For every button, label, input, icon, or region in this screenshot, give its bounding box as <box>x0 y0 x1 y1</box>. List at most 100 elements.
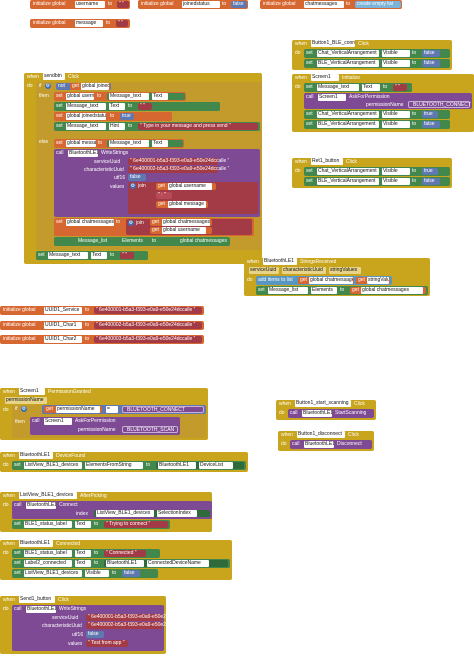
variable-name-field[interactable]: UUID1_Char1 <box>44 322 82 329</box>
uuid-text-value[interactable]: " 6e400003-b5a3-f393-e0a9-e50e24dccalle … <box>94 336 202 343</box>
call-connect[interactable]: call BluetoothLE1 Connect index ListView… <box>12 501 212 519</box>
component-dropdown[interactable]: Screen1 <box>318 94 346 101</box>
gear-icon[interactable]: ⚙ <box>130 183 136 189</box>
property-dropdown[interactable]: Visible <box>382 121 410 128</box>
init-message-block[interactable]: initialize global message to " " <box>30 19 130 28</box>
permission-value[interactable]: BLUETOOTH_CONNECT <box>122 406 204 413</box>
component-dropdown[interactable]: BluetoothLE1 <box>26 606 56 613</box>
logic-false[interactable]: false <box>231 1 247 8</box>
set-listview-elements[interactable]: set ListView_BLE1_devices ElementsFromSt… <box>12 461 246 470</box>
logic-value[interactable]: false <box>422 178 440 185</box>
event-after-picking[interactable]: when ListView_BLE1_devices AfterPicking … <box>0 492 212 532</box>
variable-name-field[interactable]: UUID1_Service <box>44 307 82 314</box>
set-chatmessages[interactable]: set global chatmessages to ⚙ join get gl… <box>54 218 254 236</box>
set-label2-connected[interactable]: set Label2_connected Text to BluetoothLE… <box>12 559 230 568</box>
param-serviceuuid[interactable]: serviceUuid <box>249 267 279 274</box>
variable-name-field[interactable]: username <box>75 1 105 8</box>
init-chatmessages-block[interactable]: initialize global chatmessages to create… <box>260 0 402 9</box>
event-disconnect[interactable]: when Button1_disconnect Click do call Bl… <box>278 431 374 451</box>
component-dropdown[interactable]: Chat_VerticalArrangement <box>317 111 379 118</box>
param-characteristicuuid[interactable]: characteristicUuid <box>282 267 326 274</box>
init-uuid-char1[interactable]: initialize global UUID1_Char1 to " 6e400… <box>0 321 204 330</box>
connected-text-value[interactable]: " Connected " <box>104 550 146 557</box>
set-message-text[interactable]: set Message_text Text to " " <box>54 102 220 111</box>
test-text-value[interactable]: " Test from app " <box>86 640 128 647</box>
component-dropdown[interactable]: Button1_start_scanning <box>295 400 351 407</box>
device-name-getter[interactable]: BluetoothLE1 ConnectedDeviceName <box>104 560 228 567</box>
status-text-value[interactable]: " Trying to connect " <box>104 521 168 528</box>
operator-dropdown[interactable]: = <box>106 406 118 413</box>
variable-name-field[interactable]: joinedstatus <box>182 1 220 8</box>
component-dropdown[interactable]: BluetoothLE1 <box>302 410 332 417</box>
add-items-to-list[interactable]: add items to list get global chatmessage… <box>256 276 392 285</box>
set-message-text[interactable]: set Message_text Text to " " <box>304 83 412 92</box>
get-message[interactable]: get global message <box>156 201 208 208</box>
text-value[interactable]: " " <box>393 84 407 91</box>
init-username-block[interactable]: initialize global username to " " <box>30 0 130 9</box>
component-dropdown[interactable]: ListView_BLE1_devices <box>19 492 77 499</box>
uuid-text-value[interactable]: " 6e400002-b5a3-f393-e0a9-e50e24dccalle … <box>94 322 202 329</box>
property-dropdown[interactable]: Visible <box>382 111 410 118</box>
component-dropdown[interactable]: Chat_VerticalArrangement <box>317 50 379 57</box>
component-dropdown[interactable]: BLE_VerticalArrangement <box>317 121 379 128</box>
call-ask-permission[interactable]: call Screen1 AskForPermission permission… <box>30 417 180 435</box>
get-stringvalues[interactable]: get stringValues <box>356 277 390 284</box>
get-chatmessages[interactable]: get global chatmessages <box>150 219 212 226</box>
component-dropdown[interactable]: Message_text <box>317 84 359 91</box>
property-dropdown[interactable]: Text <box>362 84 380 91</box>
component-dropdown[interactable]: sendbtn <box>43 73 65 80</box>
set-joinedstatus[interactable]: set global joinedstatus to true <box>54 112 172 121</box>
set-status-label[interactable]: set BLE1_status_label Text to " Trying t… <box>12 520 170 529</box>
text-value[interactable]: " " <box>138 103 152 110</box>
variable-name-field[interactable]: chatmessages <box>304 1 344 8</box>
event-device-found[interactable]: when BluetoothLE1 DeviceFound do set Lis… <box>0 452 248 472</box>
component-dropdown[interactable]: Screen1 <box>311 74 339 81</box>
component-dropdown[interactable]: BluetoothLE1 <box>19 452 53 459</box>
service-uuid-value[interactable]: " 6e400001-b5a3-f393-e0a9-e50e24dccalle … <box>86 614 188 621</box>
logic-false[interactable]: false <box>122 570 140 577</box>
logic-true[interactable]: true <box>120 113 134 120</box>
gear-icon[interactable]: ⚙ <box>45 83 51 89</box>
component-dropdown[interactable]: BLE_VerticalArrangement <box>317 178 379 185</box>
selectionindex-getter[interactable]: ListView_BLE1_devices SelectionIndex <box>94 510 210 517</box>
separator-text[interactable]: " : " <box>156 192 172 199</box>
gear-icon[interactable]: ⚙ <box>128 220 134 226</box>
set-message-text-final[interactable]: set Message_text Text to " " <box>36 251 148 260</box>
set-username[interactable]: set global username to Message_text Text <box>54 92 186 101</box>
call-ask-permission[interactable]: call Screen1 AskForPermission permission… <box>304 93 472 109</box>
set-row[interactable]: set BLE_VerticalArrangement Visible to f… <box>304 120 450 129</box>
set-message-list-elements[interactable]: Message_list Elements to global chatmess… <box>54 237 230 246</box>
call-startscanning[interactable]: call BluetoothLE1 StartScanning <box>288 409 374 418</box>
get-chatmessages[interactable]: get global chatmessages <box>350 287 426 294</box>
component-dropdown[interactable]: BluetoothLE1 <box>26 502 56 509</box>
create-empty-list[interactable]: create empty list <box>355 1 401 8</box>
component-dropdown[interactable]: BLE_VerticalArrangement <box>317 60 379 67</box>
text-value[interactable]: " " <box>116 20 128 27</box>
if-block[interactable]: if ⚙ get permissionName = BLUETOOTH_CONN… <box>12 405 206 438</box>
component-dropdown[interactable]: Button1_BLE_conn <box>311 40 355 47</box>
component-dropdown[interactable]: Send1_button <box>19 596 55 603</box>
logic-false[interactable]: false <box>128 174 146 181</box>
property-dropdown[interactable]: Visible <box>382 168 410 175</box>
event-ret-button[interactable]: when Ret1_button Click do set Chat_Verti… <box>292 158 452 188</box>
component-dropdown[interactable]: BluetoothLE1 <box>304 441 334 448</box>
gear-icon[interactable]: ⚙ <box>21 406 27 412</box>
set-row[interactable]: set Chat_VerticalArrangement Visible to … <box>304 110 450 119</box>
uuid-text-value[interactable]: " 6e400001-b5a3-f393-e0a9-e50e24dccalle … <box>94 307 202 314</box>
set-message-list-elements[interactable]: set Message_list Elements to get global … <box>256 286 428 295</box>
logic-value[interactable]: false <box>422 121 440 128</box>
get-chatmessages[interactable]: get global chatmessages <box>298 277 354 284</box>
set-status-label[interactable]: set BLE1_status_label Text to " Connecte… <box>12 549 160 558</box>
if-then-else-block[interactable]: if ⚙ not get global joinedstatus then se… <box>36 82 262 250</box>
component-dropdown[interactable]: Chat_VerticalArrangement <box>317 168 379 175</box>
characteristic-uuid-value[interactable]: " 6e400002-b5a3-f393-e0a9-e50e24dccalle … <box>128 166 230 173</box>
event-screen-initialize[interactable]: when Screen1 Initialize do set Message_t… <box>292 74 474 132</box>
event-send1-click[interactable]: when Send1_button Click do call Bluetoot… <box>0 596 188 654</box>
list-join-block[interactable]: ⚙ join get global chatmessages get globa… <box>126 219 252 235</box>
set-message[interactable]: set global message to Message_text Text <box>54 139 184 148</box>
logic-value[interactable]: true <box>422 168 438 175</box>
init-joinedstatus-block[interactable]: initialize global joinedstatus to false <box>138 0 248 9</box>
permission-value[interactable]: BLUETOOTH_CONNECT <box>408 101 471 108</box>
property-dropdown[interactable]: Visible <box>382 178 410 185</box>
get-username[interactable]: get global username <box>150 227 212 234</box>
